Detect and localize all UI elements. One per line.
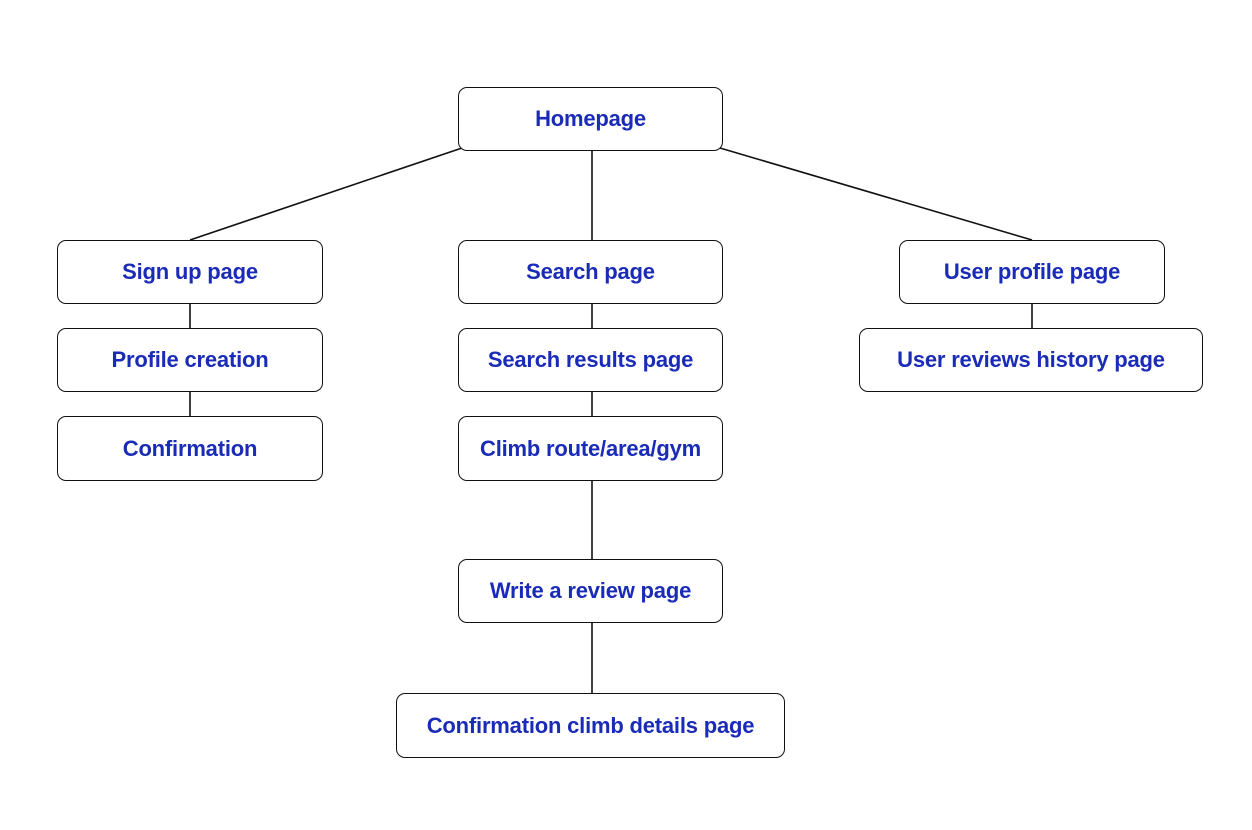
node-search-results-page: Search results page	[458, 328, 723, 392]
edge-homepage-signup	[189, 147, 463, 241]
node-confirmation: Confirmation	[57, 416, 323, 481]
node-label-user-reviews-history-page: User reviews history page	[897, 347, 1165, 372]
node-confirmation-climb-details-page: Confirmation climb details page	[396, 693, 785, 758]
node-label-homepage: Homepage	[535, 106, 646, 131]
node-label-search-results-page: Search results page	[487, 347, 694, 372]
node-label-climb-route-area-gym: Climb route/area/gym	[480, 435, 701, 461]
node-profile-creation: Profile creation	[57, 328, 323, 392]
node-label-search-page: Search page	[526, 259, 655, 284]
node-label-confirmation-climb-details-page: Confirmation climb details page	[426, 712, 755, 738]
node-climb-route-area-gym: Climb route/area/gym	[458, 416, 723, 481]
node-label-confirmation: Confirmation	[122, 435, 258, 461]
node-write-review-page: Write a review page	[458, 559, 723, 623]
node-user-reviews-history-page: User reviews history page	[859, 328, 1203, 392]
node-label-signup-page: Sign up page	[122, 259, 258, 284]
edge-homepage-userprofile	[719, 147, 1033, 241]
node-user-profile-page: User profile page	[899, 240, 1165, 304]
node-signup-page: Sign up page	[57, 240, 323, 304]
node-label-write-review-page: Write a review page	[489, 578, 692, 603]
node-label-user-profile-page: User profile page	[943, 259, 1121, 284]
node-homepage: Homepage	[458, 87, 723, 151]
node-search-page: Search page	[458, 240, 723, 304]
node-label-profile-creation: Profile creation	[111, 347, 269, 372]
